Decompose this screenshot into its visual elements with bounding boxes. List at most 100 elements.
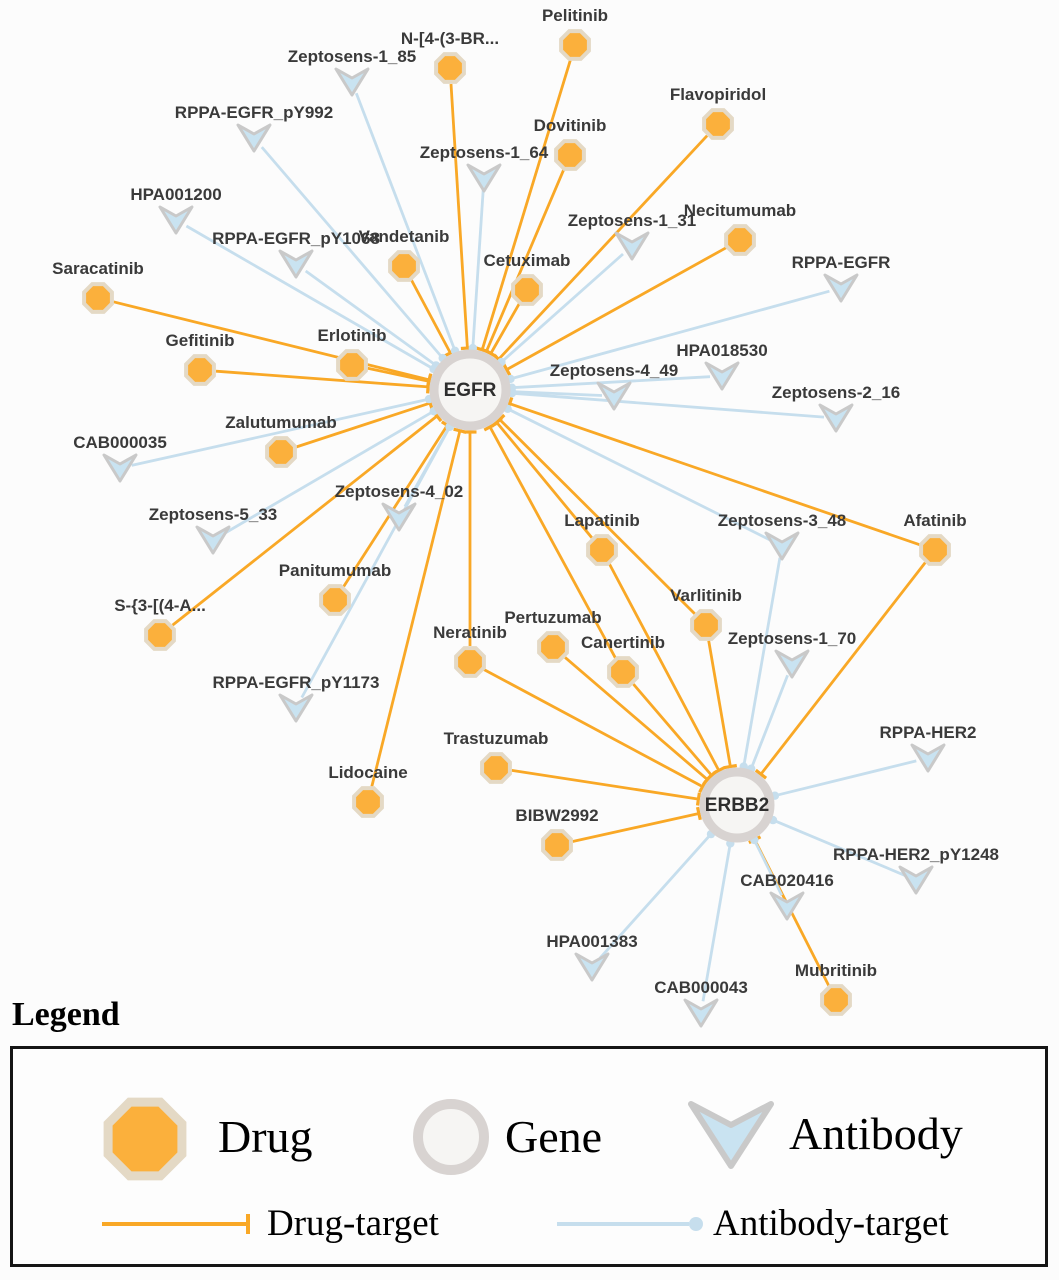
node-label-rppa-egfr: RPPA-EGFR	[792, 253, 891, 272]
node-label-varlitinib: Varlitinib	[670, 586, 742, 605]
drug-node-erlotinib	[336, 349, 368, 381]
drug-target-edge-cetuximab-EGFR	[484, 303, 521, 359]
node-label-erlotinib: Erlotinib	[318, 326, 387, 345]
node-label-pertuzumab: Pertuzumab	[504, 608, 601, 627]
node-label-zeptosens-4_02: Zeptosens-4_02	[335, 482, 464, 501]
drug-node-mubritinib	[820, 984, 852, 1016]
gene-node-EGFR	[429, 349, 511, 431]
node-label-saracatinib: Saracatinib	[52, 259, 144, 278]
antibody-node-zeptosens-4_02	[381, 502, 417, 532]
node-label-zeptosens-5_33: Zeptosens-5_33	[149, 505, 278, 524]
antibody-node-rppa-egfr_py1173	[278, 693, 314, 723]
node-label-rppa-her2: RPPA-HER2	[880, 723, 977, 742]
drug-target-edge-n-4-3-br-EGFR	[449, 83, 474, 351]
drug-node-bibw2992	[541, 829, 573, 861]
node-label-zeptosens-1_31: Zeptosens-1_31	[568, 211, 697, 230]
antibody-node-rppa-her2	[910, 743, 946, 773]
drug-target-edge-bibw2992-ERBB2	[572, 806, 702, 843]
drug-node-dovitinib	[554, 139, 586, 171]
node-label-panitumumab: Panitumumab	[279, 561, 391, 580]
drug-node-canertinib	[607, 656, 639, 688]
node-label-zeptosens-2_16: Zeptosens-2_16	[772, 383, 901, 402]
antibody-node-hpa001383	[574, 952, 610, 982]
drug-node-n-4-3-br	[434, 52, 466, 84]
antibody-target-edge-zeptosens-1_64-EGFR	[468, 189, 485, 353]
drug-target-edge-pertuzumab-ERBB2	[564, 656, 713, 786]
antibody-node-zeptosens-1_85	[334, 67, 370, 97]
antibody-node-zeptosens-3_48	[764, 531, 800, 561]
drug-node-s-3-4-a	[144, 619, 176, 651]
drug-target-edge-pelitinib-EGFR	[475, 59, 572, 354]
drug-node-varlitinib	[690, 609, 722, 641]
antibody-node-zeptosens-1_70	[774, 649, 810, 679]
network-figure: EGFRERBB2PelitinibN-[4-(3-BR...Dovitinib…	[52, 6, 999, 1028]
node-label-rppa-egfr_py1068: RPPA-EGFR_pY1068	[212, 229, 380, 248]
drug-node-saracatinib	[82, 282, 114, 314]
node-label-trastuzumab: Trastuzumab	[444, 729, 549, 748]
node-label-vandetanib: Vandetanib	[359, 227, 450, 246]
edges-layer	[113, 59, 927, 1002]
nodes-layer	[82, 29, 951, 1028]
antibody-node-zeptosens-2_16	[818, 403, 854, 433]
node-label-pelitinib: Pelitinib	[542, 6, 608, 25]
antibody-node-zeptosens-4_49	[596, 381, 632, 411]
drug-target-edge-varlitinib-EGFR	[494, 413, 696, 615]
node-label-lapatinib: Lapatinib	[564, 511, 640, 530]
drug-node-zalutumumab	[265, 436, 297, 468]
drug-target-edge-necitumumab-EGFR	[502, 246, 727, 377]
node-label-rppa-egfr_py1173: RPPA-EGFR_pY1173	[213, 673, 380, 692]
node-label-zeptosens-4_49: Zeptosens-4_49	[550, 361, 679, 380]
node-label-cab000043: CAB000043	[654, 978, 748, 997]
gene-label-EGFR: EGFR	[444, 380, 497, 401]
antibody-target-edge-cab000043-ERBB2	[701, 839, 735, 1002]
drug-node-vandetanib	[388, 250, 420, 282]
antibody-node-rppa-egfr_py992	[236, 123, 272, 153]
node-label-lidocaine: Lidocaine	[328, 763, 407, 782]
antibody-node-glyph	[688, 1101, 774, 1169]
legend-box: Drug Gene Antibody Drug-target Antibody-…	[10, 1046, 1048, 1267]
legend-antibody-label: Antibody	[789, 1108, 963, 1159]
node-label-rppa-egfr_py992: RPPA-EGFR_pY992	[175, 103, 333, 122]
antibody-node-cab020416	[769, 891, 805, 921]
drug-node-glyph	[103, 1097, 187, 1181]
node-label-cetuximab: Cetuximab	[484, 251, 571, 270]
drug-node-pelitinib	[559, 29, 591, 61]
node-label-mubritinib: Mubritinib	[795, 961, 877, 980]
drug-node-necitumumab	[724, 224, 756, 256]
gene-node-ERBB2	[699, 767, 775, 843]
antibody-node-hpa018530	[704, 361, 740, 391]
drug-node-cetuximab	[511, 274, 543, 306]
node-label-bibw2992: BIBW2992	[515, 806, 598, 825]
node-label-s-3-4-a: S-{3-[(4-A...	[114, 596, 206, 615]
node-label-cab000035: CAB000035	[73, 433, 167, 452]
drug-node-panitumumab	[319, 584, 351, 616]
antibody-node-zeptosens-1_31	[614, 231, 650, 261]
node-label-hpa001200: HPA001200	[130, 185, 221, 204]
legend-title: Legend	[12, 996, 120, 1033]
node-label-dovitinib: Dovitinib	[534, 116, 607, 135]
antibody-target-edge-rppa-her2-ERBB2	[770, 759, 917, 800]
labels-layer: EGFRERBB2PelitinibN-[4-(3-BR...Dovitinib…	[52, 6, 999, 997]
node-label-zalutumumab: Zalutumumab	[225, 413, 336, 432]
gene-node-glyph	[413, 1099, 489, 1175]
drug-node-gefitinib	[184, 354, 216, 386]
drug-target-edge-glyph	[102, 1214, 250, 1234]
drug-target-edge-canertinib-ERBB2	[632, 683, 718, 781]
antibody-node-hpa001200	[158, 205, 194, 235]
drug-node-afatinib	[919, 534, 951, 566]
node-label-neratinib: Neratinib	[433, 623, 507, 642]
node-label-afatinib: Afatinib	[903, 511, 966, 530]
drug-node-flavopiridol	[702, 108, 734, 140]
drug-target-edge-afatinib-ERBB2	[754, 561, 927, 780]
drug-target-edge-neratinib-EGFR	[463, 430, 477, 646]
node-label-hpa001383: HPA001383	[546, 932, 637, 951]
drug-target-edge-erlotinib-EGFR	[367, 366, 432, 389]
antibody-node-cab000035	[102, 453, 138, 483]
legend-gene-label: Gene	[505, 1111, 603, 1162]
node-label-gefitinib: Gefitinib	[166, 331, 235, 350]
node-label-zeptosens-1_64: Zeptosens-1_64	[420, 143, 549, 162]
node-label-zeptosens-1_70: Zeptosens-1_70	[728, 629, 857, 648]
node-label-zeptosens-1_85: Zeptosens-1_85	[288, 47, 417, 66]
drug-target-edge-canertinib-EGFR	[483, 422, 617, 659]
